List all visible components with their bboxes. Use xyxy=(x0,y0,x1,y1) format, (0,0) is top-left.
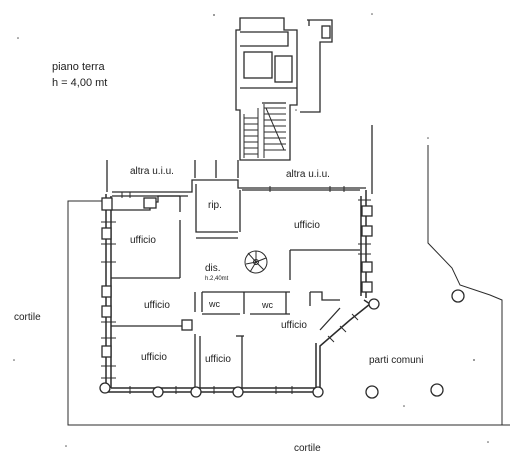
site-boundary xyxy=(67,145,510,426)
room-label-ufficio-left-upper: ufficio xyxy=(130,235,156,246)
room-label-ufficio-center-low: ufficio xyxy=(205,354,231,365)
spiral-stair xyxy=(244,250,268,274)
room-label-ufficio-left-low: ufficio xyxy=(141,352,167,363)
room-label-wc-1: wc xyxy=(209,299,220,309)
window-ticks xyxy=(101,186,371,394)
outside-label-cortile-left: cortile xyxy=(14,312,41,323)
stair-treads xyxy=(243,104,286,158)
room-label-ufficio-right-mid: ufficio xyxy=(281,320,307,331)
circular-columns xyxy=(99,289,465,399)
scan-specks xyxy=(13,13,489,447)
wall-piers xyxy=(101,197,373,358)
outside-label-cortile-bottom: cortile xyxy=(294,443,321,454)
floor-height: h = 4,00 mt xyxy=(52,77,108,89)
area-label-parti-comuni: parti comuni xyxy=(369,355,424,366)
room-label-altra-uiu-left: altra u.i.u. xyxy=(130,166,174,177)
room-label-dis-height: h.2,40mt xyxy=(205,276,229,282)
room-label-rip: rip. xyxy=(208,200,222,211)
room-label-wc-2: wc xyxy=(262,300,273,310)
room-label-ufficio-top-right: ufficio xyxy=(294,220,320,231)
stair-block xyxy=(235,17,333,161)
room-label-dis: dis. xyxy=(205,263,221,274)
floor-title: piano terra xyxy=(52,61,105,73)
room-label-altra-uiu-right: altra u.i.u. xyxy=(286,169,330,180)
interior-partitions xyxy=(111,184,360,388)
room-label-ufficio-left-mid: ufficio xyxy=(144,300,170,311)
